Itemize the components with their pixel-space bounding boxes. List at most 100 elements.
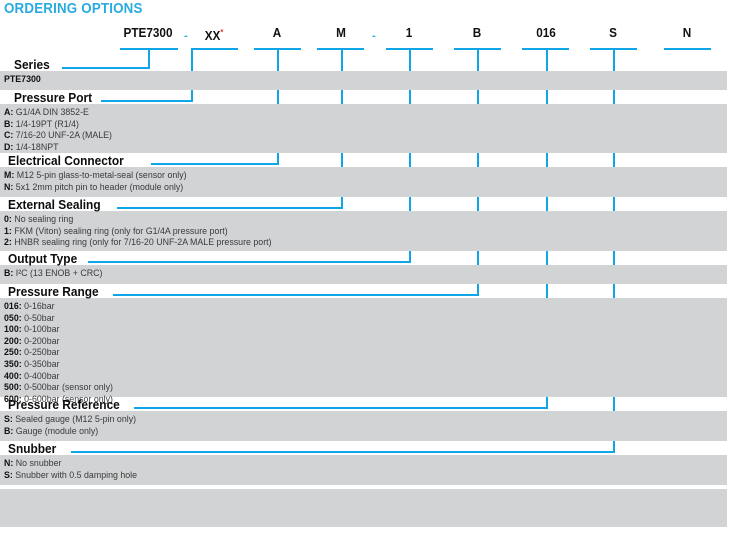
option-description: 0-200bar xyxy=(21,335,60,346)
option-row: D: 1/4-18NPT xyxy=(4,142,58,152)
option-row: N: 5x1 2mm pitch pin to header (module o… xyxy=(4,182,183,192)
part-code-text: S xyxy=(609,26,617,40)
option-band-tail xyxy=(0,489,727,527)
section-heading-1: Series xyxy=(14,57,50,72)
option-description: M12 5-pin glass-to-metal-seal (sensor on… xyxy=(14,170,187,180)
option-code: B: xyxy=(4,425,14,436)
option-row: M: M12 5-pin glass-to-metal-seal (sensor… xyxy=(4,170,187,180)
option-row: C: 7/16-20 UNF-2A (MALE) xyxy=(4,130,112,140)
part-code-7: 016 xyxy=(490,26,603,40)
option-code: B: xyxy=(4,118,14,129)
option-description: 1/4-18NPT xyxy=(13,141,59,152)
option-description: 0-50bar xyxy=(21,312,55,323)
option-description: 0-350bar xyxy=(21,359,60,369)
option-band xyxy=(0,211,727,251)
part-code-9: N xyxy=(631,26,742,40)
option-code: M: xyxy=(4,170,15,180)
option-code: 200: xyxy=(4,335,22,346)
option-description: FKM (Viton) sealing ring (only for G1/4A… xyxy=(11,225,228,236)
option-row: 050: 0-50bar xyxy=(4,313,55,323)
connector-horizontal-2 xyxy=(101,100,193,102)
section-heading-8: Snubber xyxy=(8,441,57,456)
option-code: PTE7300 xyxy=(4,74,41,84)
option-code: S: xyxy=(4,414,13,424)
section-heading-2: Pressure Port xyxy=(14,90,93,105)
option-code: 350: xyxy=(4,359,22,369)
part-code-underline xyxy=(317,48,364,50)
option-code: D: xyxy=(4,141,14,152)
option-row: B: Gauge (module only) xyxy=(4,426,98,436)
footnote-asterisk-icon: * xyxy=(220,28,224,37)
part-code-5: 1 xyxy=(353,26,466,40)
option-description: 5x1 2mm pitch pin to header (module only… xyxy=(13,181,184,192)
option-row: 200: 0-200bar xyxy=(4,336,60,346)
connector-horizontal-4 xyxy=(117,207,343,209)
option-row: PTE7300 xyxy=(4,74,41,84)
option-description: No sealing ring xyxy=(11,214,74,224)
option-code: 016: xyxy=(4,301,22,311)
option-description: 0-100bar xyxy=(21,324,60,335)
part-code-text: A xyxy=(272,26,282,40)
part-code-underline xyxy=(191,48,238,50)
option-code: 600: xyxy=(4,393,22,404)
option-code: S: xyxy=(4,469,13,480)
option-row: 600: 0-600bar (sensor only) xyxy=(4,394,113,404)
part-code-6: B xyxy=(421,26,534,40)
part-code-separator: - xyxy=(184,30,188,42)
option-description: 0-250bar xyxy=(21,347,60,358)
option-row: S: Snubber with 0.5 damping hole xyxy=(4,470,137,480)
option-description: 0-600bar (sensor only) xyxy=(21,393,113,404)
option-row: A: G1/4A DIN 3852-E xyxy=(4,107,89,117)
option-band xyxy=(0,455,727,485)
option-code: A: xyxy=(4,107,14,117)
option-code: C: xyxy=(4,130,14,141)
option-code: 250: xyxy=(4,347,22,358)
part-code-text: 1 xyxy=(405,26,413,40)
option-description: Sealed gauge (M12 5-pin only) xyxy=(12,414,137,424)
option-description: Snubber with 0.5 damping hole xyxy=(12,469,138,480)
option-description: I²C (13 ENOB + CRC) xyxy=(13,268,103,278)
option-code: 400: xyxy=(4,370,22,381)
part-code-8: S xyxy=(557,26,670,40)
page-title: ORDERING OPTIONS xyxy=(4,1,143,17)
option-band xyxy=(0,71,727,90)
connector-vertical-1 xyxy=(148,48,150,69)
part-code-1: PTE7300 xyxy=(92,26,205,40)
option-row: 016: 0-16bar xyxy=(4,301,55,311)
option-code: 100: xyxy=(4,324,22,335)
option-row: 500: 0-500bar (sensor only) xyxy=(4,382,113,392)
part-code-4: M xyxy=(285,26,398,40)
option-band xyxy=(0,265,727,284)
option-description: G1/4A DIN 3852-E xyxy=(13,107,89,117)
option-code: 1: xyxy=(4,225,12,236)
option-description: HNBR sealing ring (only for 7/16-20 UNF-… xyxy=(11,237,272,248)
option-band xyxy=(0,104,727,153)
option-code: N: xyxy=(4,458,14,468)
option-code: 2: xyxy=(4,237,12,248)
option-band xyxy=(0,167,727,197)
connector-horizontal-8 xyxy=(71,451,615,453)
option-row: 250: 0-250bar xyxy=(4,347,60,357)
option-code: 0: xyxy=(4,214,12,224)
connector-vertical-5 xyxy=(409,48,411,263)
connector-horizontal-7 xyxy=(134,407,548,409)
option-band xyxy=(0,298,727,397)
section-heading-4: External Sealing xyxy=(8,197,101,212)
option-code: B: xyxy=(4,268,14,278)
option-code: 500: xyxy=(4,382,22,393)
part-code-3: A xyxy=(221,26,334,40)
section-heading-3: Electrical Connector xyxy=(8,153,124,168)
option-description: 1/4-19PT (R1/4) xyxy=(13,118,79,129)
option-code: 050: xyxy=(4,312,22,323)
option-row: B: 1/4-19PT (R1/4) xyxy=(4,119,79,129)
part-code-text: PTE7300 xyxy=(123,26,173,40)
part-code-text: M xyxy=(336,26,346,40)
connector-horizontal-1 xyxy=(62,67,150,69)
option-description: 0-16bar xyxy=(21,301,55,311)
part-code-text: XX xyxy=(204,29,221,44)
connector-horizontal-5 xyxy=(88,261,411,263)
part-code-text: N xyxy=(682,26,692,40)
section-heading-6: Pressure Range xyxy=(8,284,99,299)
option-row: 2: HNBR sealing ring (only for 7/16-20 U… xyxy=(4,237,272,247)
section-heading-5: Output Type xyxy=(8,251,78,266)
